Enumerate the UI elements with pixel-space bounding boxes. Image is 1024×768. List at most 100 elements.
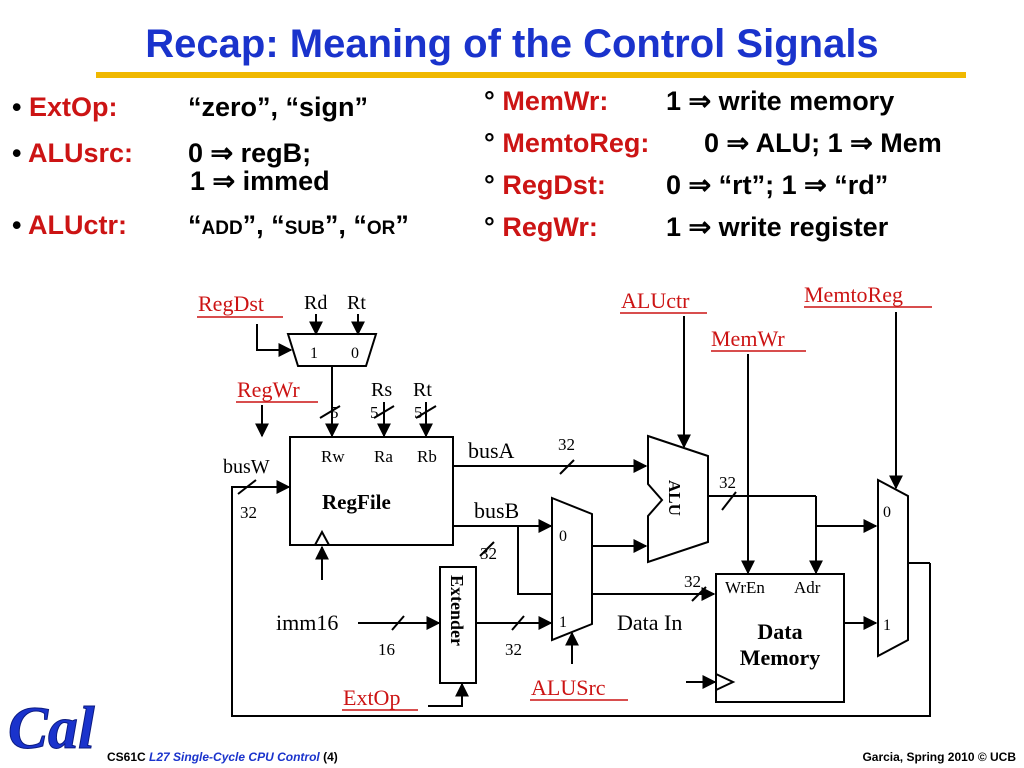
port-ra: Ra bbox=[374, 447, 393, 466]
rt-input-label: Rt bbox=[413, 379, 432, 401]
alu-name: ALU bbox=[665, 480, 684, 516]
regwr-signal-label: RegWr bbox=[237, 377, 300, 402]
footer-course-code: CS61C bbox=[107, 750, 150, 764]
regdst-label: RegDst: bbox=[502, 170, 606, 200]
quote: ”, “ bbox=[242, 210, 285, 240]
regfile-name: RegFile bbox=[322, 490, 391, 514]
memtoreg-mux-sel1: 1 bbox=[883, 617, 891, 634]
aluctr-label: ALUctr: bbox=[27, 210, 127, 240]
bullet-glyph: • bbox=[12, 92, 22, 122]
imm16-width: 16 bbox=[378, 640, 395, 659]
data-memory-block bbox=[715, 573, 845, 703]
busb-width: 32 bbox=[480, 544, 497, 563]
regwr-value: 1 ⇒ write register bbox=[666, 212, 889, 242]
busa-width: 32 bbox=[558, 435, 575, 454]
memwr-value: 1 ⇒ write memory bbox=[666, 86, 895, 116]
regdst-mux-sel0: 0 bbox=[351, 345, 359, 362]
memtoreg-mux-sel0: 0 bbox=[883, 504, 891, 521]
data-in-label: Data In bbox=[617, 610, 682, 635]
footer-credit: Garcia, Spring 2010 © UCB bbox=[862, 750, 1016, 764]
busb-label: busB bbox=[474, 498, 519, 523]
quote: ” bbox=[395, 210, 409, 240]
data-memory-line1: Data bbox=[757, 619, 802, 644]
regfile-clk-triangle bbox=[314, 529, 330, 546]
regdst-mux bbox=[286, 333, 378, 367]
memtoreg-signal-label: MemtoReg bbox=[804, 282, 903, 307]
rs-label: Rs bbox=[371, 379, 392, 401]
bullet-regwr: ° RegWr: bbox=[484, 212, 598, 243]
data-memory-line2: Memory bbox=[740, 645, 821, 670]
logo-text: Cal bbox=[8, 695, 95, 760]
alusrc-line1: 0 ⇒ regB; bbox=[188, 138, 312, 168]
rt-label: Rt bbox=[347, 292, 366, 314]
cal-logo-icon: Cal bbox=[8, 695, 96, 761]
aluctr-value: “ADD”, “SUB”, “OR” bbox=[188, 210, 409, 241]
extender-name: Extender bbox=[447, 575, 467, 646]
regdst-mux-sel1: 1 bbox=[310, 345, 318, 362]
alusrc-mux-sel1: 1 bbox=[559, 614, 567, 631]
bullet-alusrc: • ALUsrc: bbox=[12, 138, 133, 169]
memwr-signal-label: MemWr bbox=[711, 326, 785, 351]
memory-clk-triangle bbox=[715, 673, 736, 691]
alusrc-line2: 1 ⇒ immed bbox=[190, 166, 330, 196]
bullet-regdst: ° RegDst: bbox=[484, 170, 606, 201]
bullet-aluctr: • ALUctr: bbox=[12, 210, 127, 241]
alusrc-mux-sel0: 0 bbox=[559, 528, 567, 545]
aluctr-sub: SUB bbox=[284, 218, 325, 239]
aluctr-or: OR bbox=[366, 218, 396, 239]
aluctr-add: ADD bbox=[201, 218, 243, 239]
extop-value: “zero”, “sign” bbox=[188, 92, 369, 122]
busw-label: busW bbox=[223, 456, 270, 478]
datain-wire bbox=[517, 526, 716, 601]
bullet-memwr: ° MemWr: bbox=[484, 86, 608, 117]
extop-wire bbox=[428, 682, 469, 707]
bullet-memtoreg: ° MemtoReg: bbox=[484, 128, 649, 159]
regdst-signal-label: RegDst bbox=[198, 291, 264, 316]
bullet-glyph: • bbox=[12, 210, 22, 240]
bullet-glyph: ° bbox=[484, 128, 495, 158]
port-rw: Rw bbox=[321, 447, 345, 466]
rd-label: Rd bbox=[304, 292, 327, 314]
memtoreg-value: 0 ⇒ ALU; 1 ⇒ Mem bbox=[704, 128, 942, 158]
page-title: Recap: Meaning of the Control Signals bbox=[145, 22, 879, 66]
bullet-glyph: ° bbox=[484, 86, 495, 116]
busa-label: busA bbox=[468, 438, 515, 463]
footer-page: (4) bbox=[319, 750, 338, 764]
alusrc-label: ALUsrc: bbox=[27, 138, 133, 168]
bullet-glyph: ° bbox=[484, 212, 495, 242]
memwr-label: MemWr: bbox=[502, 86, 609, 116]
busw-width: 32 bbox=[240, 503, 257, 522]
alusrc-mux bbox=[551, 496, 593, 642]
quote: ”, “ bbox=[324, 210, 367, 240]
alu-out-width: 32 bbox=[719, 473, 736, 492]
regdst-value: 0 ⇒ “rt”; 1 ⇒ “rd” bbox=[666, 170, 889, 200]
port-adr: Adr bbox=[794, 578, 821, 597]
extender-out-width: 32 bbox=[505, 640, 522, 659]
memtoreg-label: MemtoReg: bbox=[502, 128, 650, 158]
regwr-label: RegWr: bbox=[502, 212, 598, 242]
bullet-glyph: • bbox=[12, 138, 22, 168]
alu-shape bbox=[647, 434, 709, 564]
port-rb: Rb bbox=[417, 447, 437, 466]
alusrc-signal-label: ALUSrc bbox=[531, 675, 606, 700]
rb-width: 5 bbox=[414, 403, 423, 422]
bullet-extop: • ExtOp: bbox=[12, 92, 117, 123]
aluctr-signal-label: ALUctr bbox=[621, 288, 690, 313]
alu-to-mux-wire bbox=[815, 496, 878, 533]
extop-label: ExtOp: bbox=[28, 92, 118, 122]
title-underline bbox=[96, 72, 966, 78]
imm16-label: imm16 bbox=[276, 610, 338, 635]
regdst-select-wire bbox=[256, 324, 293, 357]
footer-lecture: L27 Single-Cycle CPU Control bbox=[149, 750, 320, 764]
bullet-glyph: ° bbox=[484, 170, 495, 200]
memtoreg-mux bbox=[877, 478, 909, 658]
extop-signal-label: ExtOp bbox=[343, 685, 400, 710]
datain-width: 32 bbox=[684, 572, 701, 591]
busw-wire bbox=[231, 480, 931, 717]
quote: “ bbox=[188, 210, 202, 240]
rw-width: 5 bbox=[330, 403, 339, 422]
footer-course: CS61C L27 Single-Cycle CPU Control (4) bbox=[107, 750, 338, 764]
port-wren: WrEn bbox=[725, 578, 765, 597]
ra-width: 5 bbox=[370, 403, 379, 422]
